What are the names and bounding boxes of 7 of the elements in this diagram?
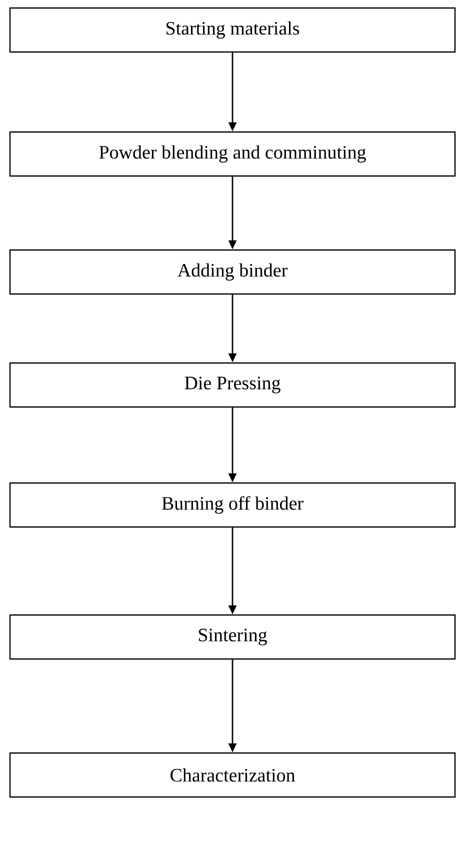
process-box: Adding binder	[9, 249, 456, 295]
process-box: Powder blending and comminuting	[9, 131, 456, 177]
process-box: Burning off binder	[9, 482, 456, 528]
process-box: Sintering	[9, 614, 456, 660]
process-box: Starting materials	[9, 7, 456, 53]
process-box: Characterization	[9, 752, 456, 798]
process-box: Die Pressing	[9, 362, 456, 408]
